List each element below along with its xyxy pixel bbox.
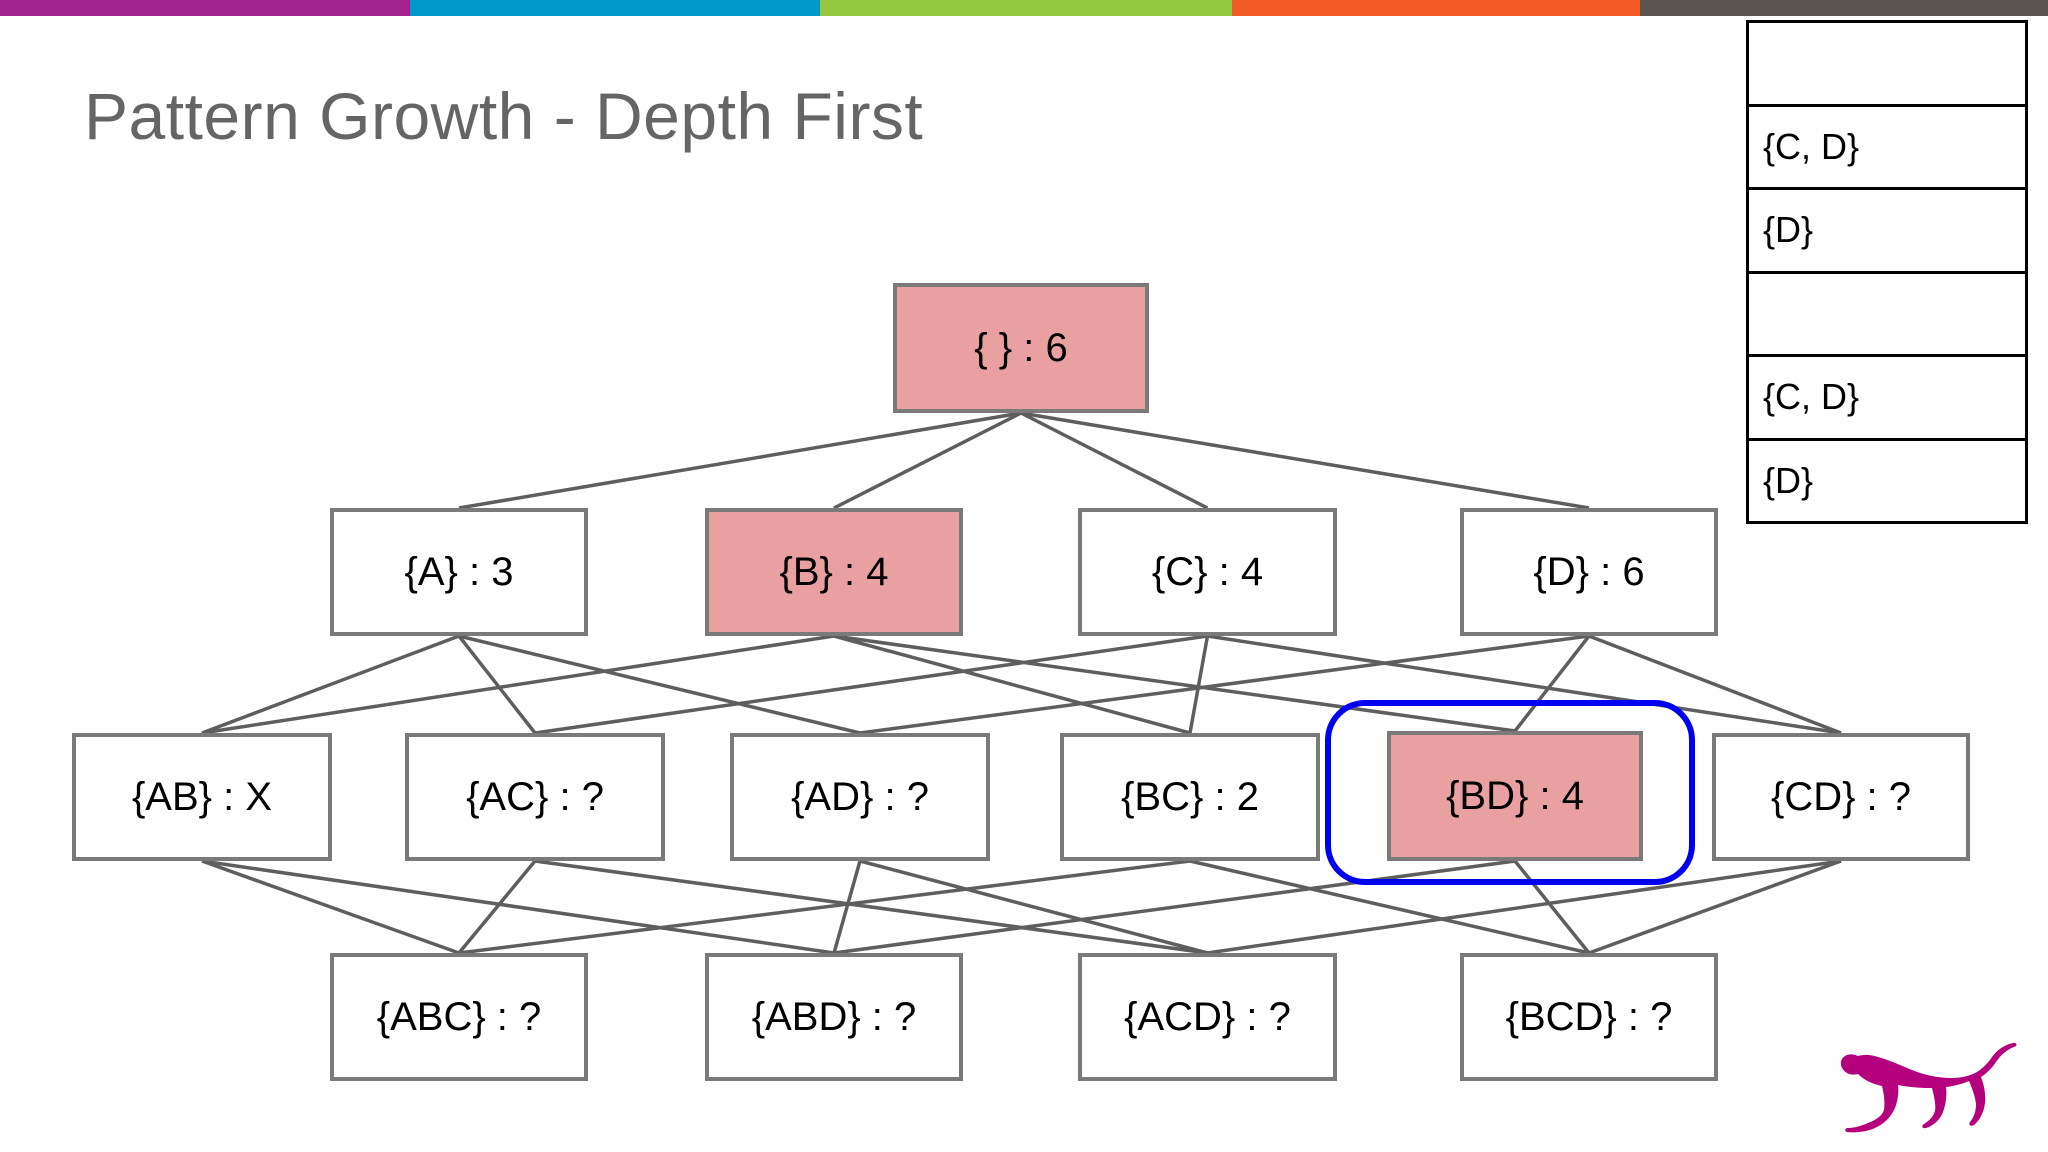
lattice-edge-BD-ABD xyxy=(833,859,1516,955)
table-cell-value: {C, D} xyxy=(1763,376,1860,418)
lattice-edge-A-AB xyxy=(201,634,460,735)
table-row xyxy=(1749,274,2025,357)
projected-database-table: {C, D} {D} {C, D} {D} xyxy=(1746,20,2028,524)
lattice-node-label: {AB} : X xyxy=(131,774,273,819)
page-title: Pattern Growth - Depth First xyxy=(84,79,924,153)
lattice-edge-BC-BCD xyxy=(1189,859,1590,955)
table-cell-value: {D} xyxy=(1763,459,1814,501)
lattice-edge-root-C xyxy=(1020,411,1209,510)
lattice-edge-BD-BCD xyxy=(1513,859,1591,955)
table-row: {C, D} xyxy=(1749,357,2025,441)
top-bar-segment-orange xyxy=(1232,0,1640,16)
lattice-node-label: {AC} : ? xyxy=(466,774,604,819)
lattice-edge-C-BC xyxy=(1188,635,1210,734)
lattice-edge-AD-ACD xyxy=(859,859,1208,955)
dog-silhouette-path xyxy=(1840,1042,2017,1133)
lattice-edge-AD-ABD xyxy=(832,860,862,954)
lattice-node-BC[interactable]: {BC} : 2 xyxy=(1060,733,1320,861)
lattice-node-label: { } : 6 xyxy=(974,325,1068,370)
top-bar-segment-purple xyxy=(0,0,410,16)
lattice-edge-root-D xyxy=(1020,411,1590,510)
lattice-node-label: {AD} : ? xyxy=(791,774,929,819)
lattice-node-label: {ABD} : ? xyxy=(751,994,917,1039)
table-row: {D} xyxy=(1749,441,2025,522)
lattice-node-D[interactable]: {D} : 6 xyxy=(1460,508,1718,636)
lattice-edge-AC-ABC xyxy=(457,859,537,955)
lattice-node-label: {BC} : 2 xyxy=(1121,774,1259,819)
lattice-edge-A-AD xyxy=(458,634,861,735)
lattice-node-ABC[interactable]: {ABC} : ? xyxy=(330,953,588,1081)
lattice-edge-BC-ABC xyxy=(458,859,1191,955)
lattice-edge-AB-ABC xyxy=(201,859,460,955)
lattice-edge-AC-ACD xyxy=(534,859,1208,955)
lattice-node-label: {D} : 6 xyxy=(1533,549,1645,594)
table-row: {D} xyxy=(1749,190,2025,274)
lattice-node-AB[interactable]: {AB} : X xyxy=(72,733,332,861)
lattice-edge-C-CD xyxy=(1207,634,1842,735)
lattice-edge-A-AC xyxy=(457,634,537,735)
lattice-edge-C-AC xyxy=(534,634,1208,735)
lattice-node-label: {C} : 4 xyxy=(1151,549,1264,594)
lattice-node-ACD[interactable]: {ACD} : ? xyxy=(1078,953,1337,1081)
lattice-node-label: {A} : 3 xyxy=(404,549,514,594)
lattice-edge-AB-ABD xyxy=(201,859,835,955)
top-bar-segment-green xyxy=(820,0,1232,16)
lattice-node-label: {B} : 4 xyxy=(779,549,889,594)
lattice-edge-D-BD xyxy=(1513,634,1591,733)
lattice-node-B[interactable]: {B} : 4 xyxy=(705,508,963,636)
lattice-node-label: {CD} : ? xyxy=(1770,774,1912,819)
top-bar-segment-blue xyxy=(410,0,820,16)
lattice-node-BCD[interactable]: {BCD} : ? xyxy=(1460,953,1718,1081)
lattice-node-C[interactable]: {C} : 4 xyxy=(1078,508,1337,636)
top-color-bar xyxy=(0,0,2048,16)
lattice-node-root[interactable]: { } : 6 xyxy=(893,283,1149,413)
lattice-edge-CD-ACD xyxy=(1207,859,1842,955)
lattice-edge-B-AB xyxy=(201,634,835,735)
lattice-edge-CD-BCD xyxy=(1588,859,1842,955)
lattice-node-BD[interactable]: {BD} : 4 xyxy=(1387,731,1643,861)
lattice-edge-B-BD xyxy=(833,634,1516,733)
table-row: {C, D} xyxy=(1749,107,2025,190)
table-cell-value: {C, D} xyxy=(1763,125,1860,167)
lattice-edge-D-AD xyxy=(859,634,1590,735)
top-bar-segment-gray xyxy=(1640,0,2048,16)
lattice-node-ABD[interactable]: {ABD} : ? xyxy=(705,953,963,1081)
lattice-node-AC[interactable]: {AC} : ? xyxy=(405,733,665,861)
lattice-edge-B-BC xyxy=(833,634,1191,735)
lattice-node-AD[interactable]: {AD} : ? xyxy=(730,733,990,861)
lattice-node-label: {ACD} : ? xyxy=(1124,994,1291,1039)
lattice-edge-root-A xyxy=(458,411,1022,510)
table-cell-value: {D} xyxy=(1763,209,1814,251)
lattice-edge-D-CD xyxy=(1588,634,1842,735)
lattice-edge-root-B xyxy=(833,411,1022,510)
lattice-node-CD[interactable]: {CD} : ? xyxy=(1712,733,1970,861)
lattice-node-label: {BCD} : ? xyxy=(1505,994,1673,1039)
running-dog-logo xyxy=(1840,1042,2017,1133)
table-row xyxy=(1749,23,2025,107)
lattice-node-label: {ABC} : ? xyxy=(376,994,542,1039)
lattice-node-label: {BD} : 4 xyxy=(1446,773,1584,818)
lattice-node-A[interactable]: {A} : 3 xyxy=(330,508,588,636)
